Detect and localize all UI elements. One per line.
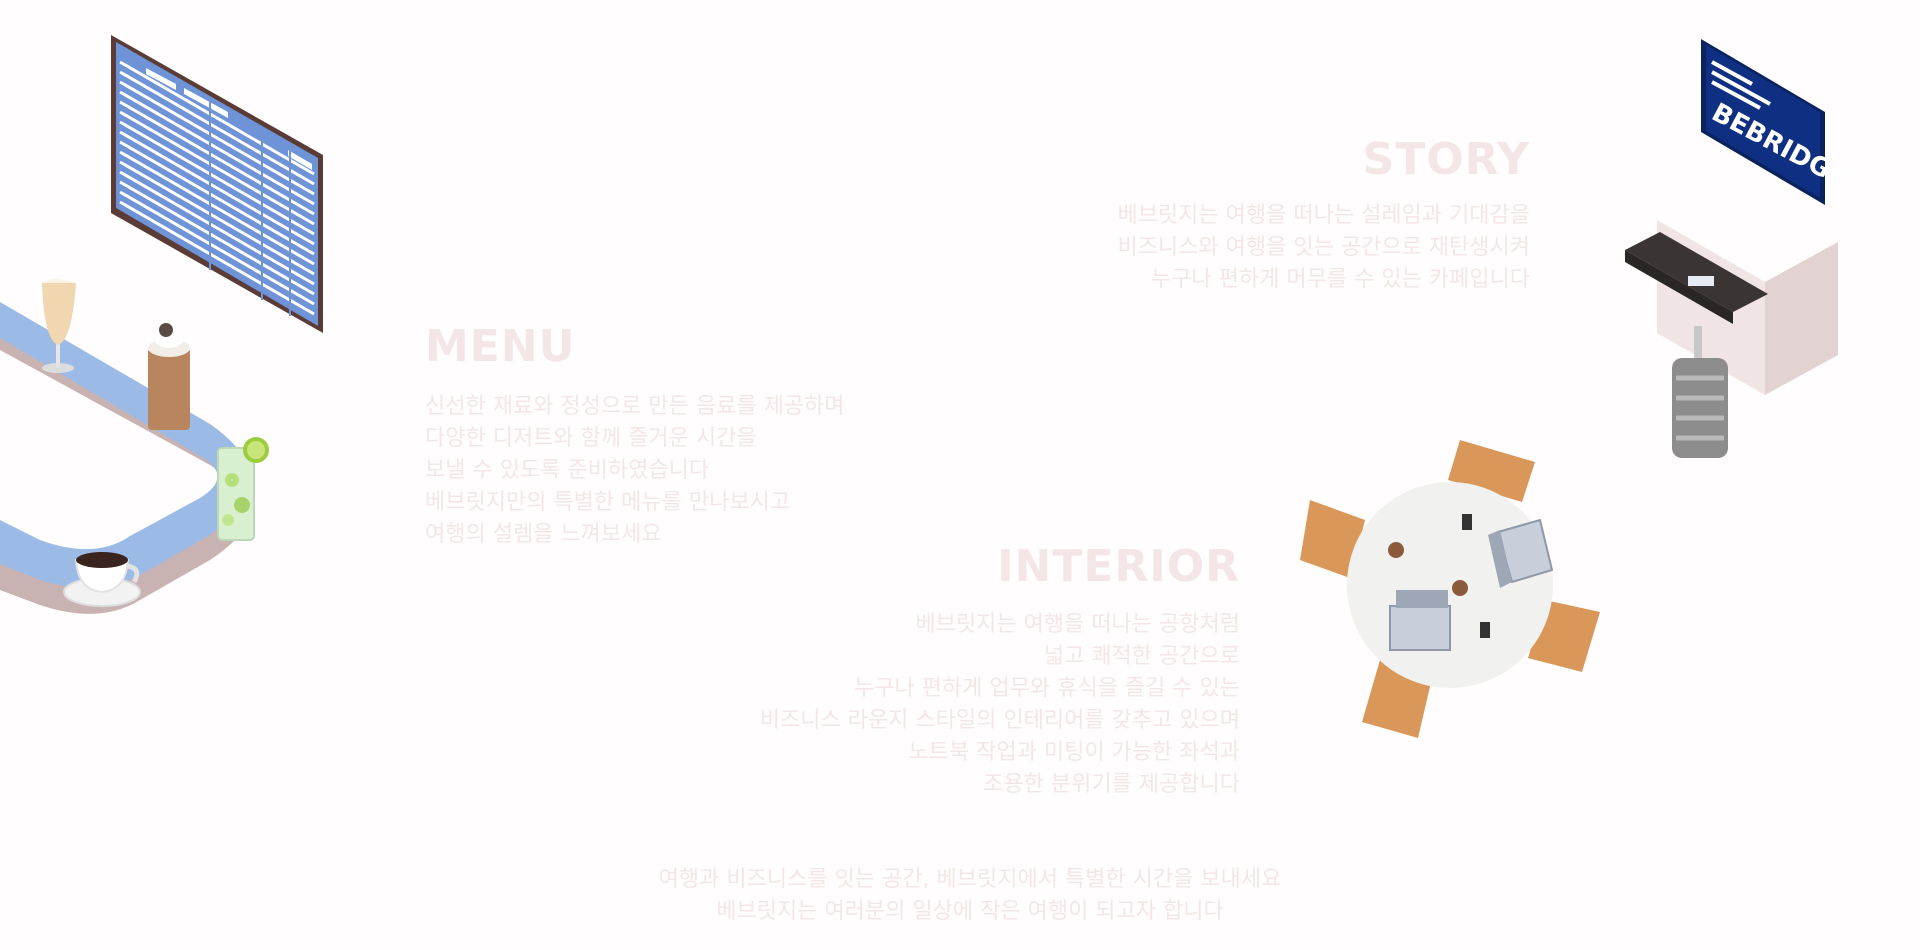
interior-line: 조용한 분위기를 제공합니다 bbox=[983, 772, 1240, 797]
story-section: STORY 베브릿지는 여행을 떠나는 설레임과 기대감을 비즈니스와 여행을 … bbox=[1030, 138, 1530, 296]
story-line: 누구나 편하게 머무를 수 있는 카페입니다 bbox=[1150, 267, 1530, 292]
interior-line: 넓고 쾌적한 공간으로 bbox=[1043, 644, 1240, 669]
laptop-illustration bbox=[1488, 518, 1554, 588]
menu-line: 보낼 수 있도록 준비하였습니다 bbox=[425, 458, 710, 483]
story-line: 비즈니스와 여행을 잇는 공간으로 재탄생시켜 bbox=[1117, 235, 1530, 260]
menu-line: 여행의 설렘을 느껴보세요 bbox=[425, 522, 662, 547]
menu-line: 다양한 디저트와 함께 즐거운 시간을 bbox=[425, 426, 757, 451]
menu-section: MENU 신선한 재료와 정성으로 만든 음료를 제공하며 다양한 디저트와 함… bbox=[425, 325, 945, 551]
interior-title: INTERIOR bbox=[997, 541, 1240, 592]
interior-line: 비즈니스 라운지 스타일의 인테리어를 갖추고 있으며 bbox=[759, 708, 1240, 733]
interior-description: 베브릿지는 여행을 떠나는 공항처럼 넓고 쾌적한 공간으로 누구나 편하게 업… bbox=[720, 609, 1240, 801]
departure-board-illustration bbox=[111, 35, 323, 333]
menu-description: 신선한 재료와 정성으로 만든 음료를 제공하며 다양한 디저트와 함께 즐거운… bbox=[425, 391, 945, 551]
story-title: STORY bbox=[1362, 134, 1530, 185]
footer-section: 여행과 비즈니스를 잇는 공간, 베브릿지에서 특별한 시간을 보내세요 베브릿… bbox=[580, 864, 1360, 928]
menu-title: MENU bbox=[425, 321, 576, 372]
menu-line: 신선한 재료와 정성으로 만든 음료를 제공하며 bbox=[425, 394, 845, 419]
milkshake-glass-illustration bbox=[42, 279, 76, 373]
meeting-table-illustration bbox=[1300, 440, 1600, 738]
footer-line: 여행과 비즈니스를 잇는 공간, 베브릿지에서 특별한 시간을 보내세요 bbox=[658, 867, 1282, 892]
mojito-glass-illustration bbox=[217, 437, 269, 541]
interior-line: 베브릿지는 여행을 떠나는 공항처럼 bbox=[915, 612, 1240, 637]
story-line: 베브릿지는 여행을 떠나는 설레임과 기대감을 bbox=[1117, 203, 1530, 228]
footer-description: 여행과 비즈니스를 잇는 공간, 베브릿지에서 특별한 시간을 보내세요 베브릿… bbox=[580, 864, 1360, 928]
suitcase-illustration bbox=[1672, 326, 1728, 458]
drink-conveyor-illustration bbox=[0, 279, 269, 614]
interior-line: 노트북 작업과 미팅이 가능한 좌석과 bbox=[908, 740, 1240, 765]
laptop-illustration bbox=[1389, 590, 1451, 651]
iced-coffee-illustration bbox=[148, 323, 190, 430]
interior-section: INTERIOR 베브릿지는 여행을 떠나는 공항처럼 넓고 쾌적한 공간으로 … bbox=[720, 545, 1240, 801]
interior-line: 누구나 편하게 업무와 휴식을 즐길 수 있는 bbox=[853, 676, 1240, 701]
coffee-cup-illustration bbox=[63, 552, 141, 607]
checkin-counter-illustration: BEBRIDGE bbox=[1625, 39, 1851, 458]
menu-line: 베브릿지만의 특별한 메뉴를 만나보시고 bbox=[425, 490, 791, 515]
story-description: 베브릿지는 여행을 떠나는 설레임과 기대감을 비즈니스와 여행을 잇는 공간으… bbox=[1030, 200, 1530, 296]
footer-line: 베브릿지는 여러분의 일상에 작은 여행이 되고자 합니다 bbox=[716, 899, 1224, 924]
